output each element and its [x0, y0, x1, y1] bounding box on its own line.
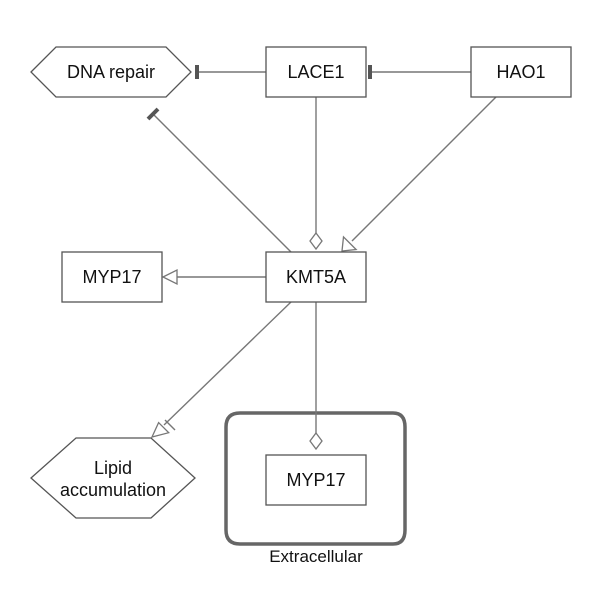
node-lace1[interactable]: LACE1: [265, 46, 367, 98]
compartment-label: Extracellular: [269, 547, 363, 566]
diamond-head: [309, 231, 323, 251]
edge-kmt5a-to-lipid-accumulation[interactable]: [150, 301, 292, 438]
edge-lace1-inhibits-dna-repair[interactable]: [195, 65, 266, 79]
edge-hao1-activates-kmt5a[interactable]: [341, 96, 497, 252]
node-label: HAO1: [496, 62, 545, 82]
arrow-head: [150, 421, 170, 438]
diamond-head: [309, 431, 323, 451]
node-hao1[interactable]: HAO1: [470, 46, 572, 98]
inhibition-bar: [146, 107, 160, 121]
edge-hao1-inhibits-lace1[interactable]: [368, 65, 471, 79]
compartment-border: [224, 411, 407, 546]
rect-shape: [265, 46, 367, 98]
rect-shape: [265, 251, 367, 303]
arrow-head: [341, 235, 358, 252]
node-label: MYP17: [286, 470, 345, 490]
edge-kmt5a-binds-myp17-extracellular[interactable]: [309, 302, 323, 451]
rect-shape: [265, 454, 367, 506]
node-kmt5a[interactable]: KMT5A: [265, 251, 367, 303]
edge-kmt5a-activates-myp17[interactable]: [161, 268, 266, 286]
node-dna-repair[interactable]: DNA repair: [30, 46, 192, 98]
node-lipid-accumulation[interactable]: Lipid accumulation: [30, 437, 196, 519]
hexagon-shape: [30, 437, 196, 519]
node-myp17[interactable]: MYP17: [61, 251, 163, 303]
arrow-bar: [164, 419, 176, 431]
node-label: KMT5A: [286, 267, 346, 287]
hexagon-shape: [30, 46, 192, 98]
node-label-line2: accumulation: [60, 480, 166, 500]
node-myp17-extracellular[interactable]: MYP17: [265, 454, 367, 506]
compartment-extracellular[interactable]: Extracellular: [224, 411, 407, 566]
node-label-line1: Lipid: [94, 458, 132, 478]
node-label: DNA repair: [67, 62, 155, 82]
rect-shape: [61, 251, 163, 303]
node-label: LACE1: [287, 62, 344, 82]
arrow-head: [161, 268, 178, 286]
rect-shape: [470, 46, 572, 98]
node-label: MYP17: [82, 267, 141, 287]
edge-kmt5a-inhibits-dna-repair[interactable]: [146, 107, 292, 253]
edge-lace1-binds-kmt5a[interactable]: [309, 97, 323, 251]
